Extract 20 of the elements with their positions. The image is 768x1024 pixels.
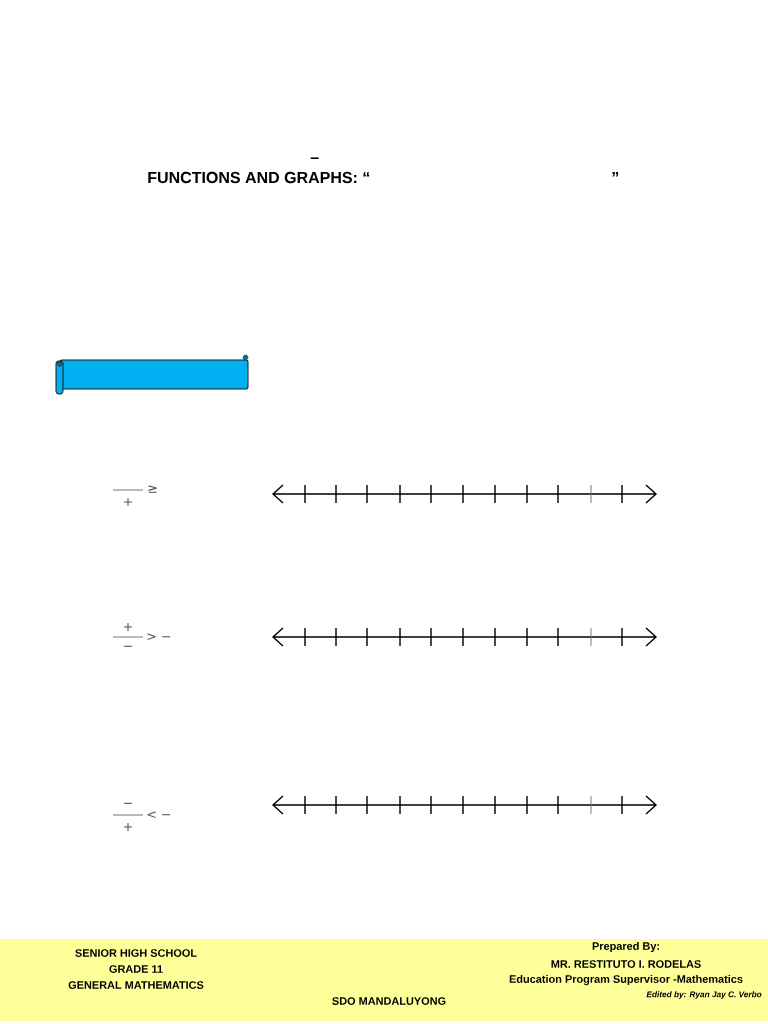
office-name: SDO MANDALUYONG bbox=[332, 997, 446, 1005]
editor-credit: Edited by: Ryan Jay C. Verbo bbox=[646, 991, 762, 999]
denominator: + bbox=[124, 498, 132, 506]
numerator: − bbox=[124, 802, 132, 804]
school-level: SENIOR HIGH SCHOOL bbox=[75, 949, 197, 957]
numerator: + bbox=[124, 623, 132, 631]
inequality-sign: > − bbox=[147, 633, 171, 641]
author-name: MR. RESTITUTO I. RODELAS bbox=[551, 960, 701, 968]
quotation-mark: ” bbox=[612, 172, 619, 177]
scroll-banner bbox=[55, 354, 249, 395]
subject-name: GENERAL MATHEMATICS bbox=[68, 981, 204, 989]
title: FUNCTIONS AND GRAPHS: “ bbox=[148, 171, 370, 184]
inequality-sign: ≥ bbox=[148, 485, 157, 493]
job-title: Education Program Supervisor -Mathematics bbox=[509, 974, 743, 986]
dash: – bbox=[310, 157, 319, 159]
denominator: − bbox=[124, 645, 132, 647]
denominator: + bbox=[124, 823, 132, 831]
inequality-sign: < − bbox=[147, 811, 171, 819]
prepared-by-label: Prepared By: bbox=[592, 941, 659, 953]
grade-level: GRADE 11 bbox=[109, 965, 163, 973]
